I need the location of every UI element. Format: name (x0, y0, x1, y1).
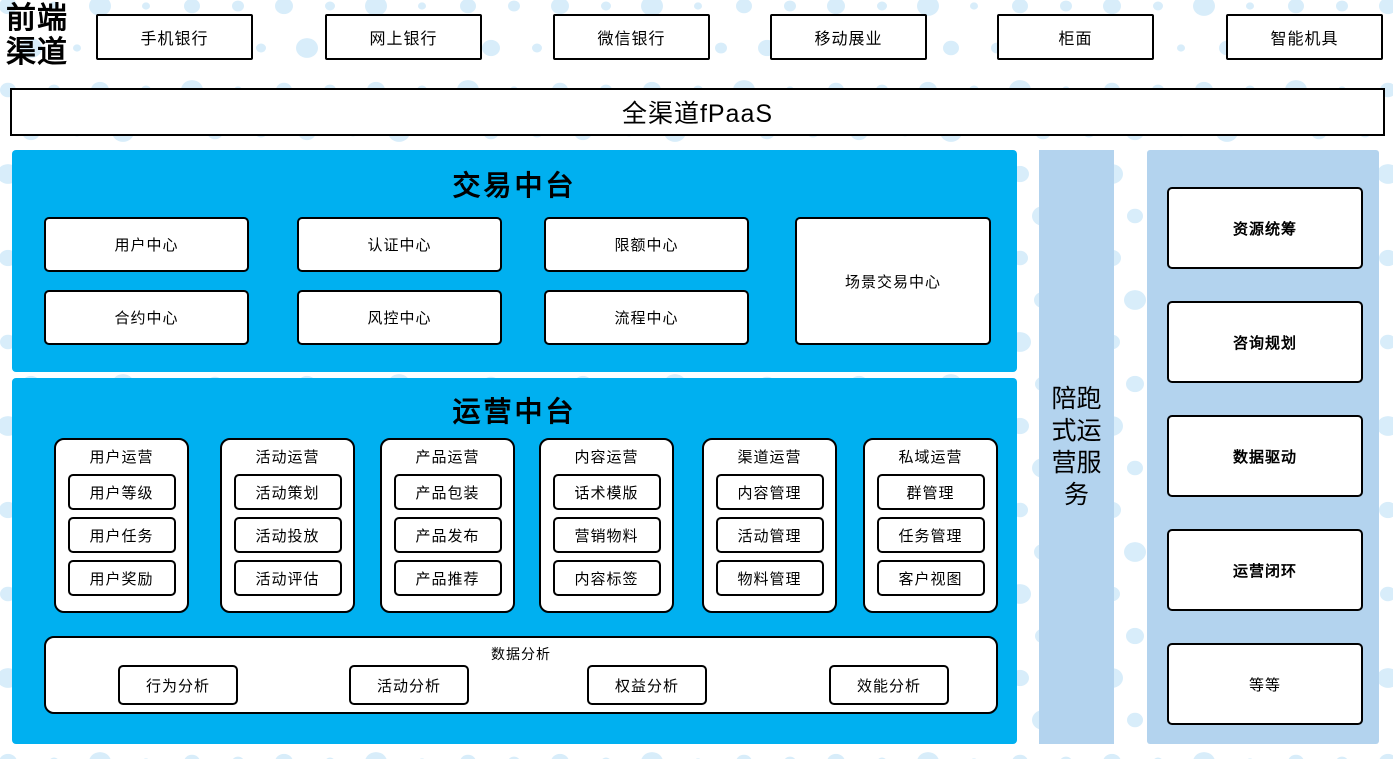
companion-operation-service-column: 陪跑式运营服务 (1039, 150, 1114, 744)
channel-box-mobile-business[interactable]: 移动展业 (770, 14, 927, 60)
channel-box-wechat-bank[interactable]: 微信银行 (553, 14, 710, 60)
ops-column-title: 产品运营 (415, 449, 480, 466)
ops-item[interactable]: 活动策划 (233, 474, 342, 510)
data-analysis-item[interactable]: 效能分析 (829, 665, 949, 705)
data-analysis-panel: 数据分析 行为分析 活动分析 权益分析 效能分析 (44, 636, 998, 714)
trade-card-scene-transaction-center[interactable]: 场景交易中心 (795, 217, 991, 345)
ops-column-title: 私域运营 (898, 449, 963, 466)
channel-box-label: 移动展业 (814, 31, 883, 48)
ops-column-content: 内容运营 话术模版 营销物料 内容标签 (539, 438, 674, 613)
ops-item[interactable]: 物料管理 (715, 560, 824, 596)
data-analysis-item[interactable]: 活动分析 (349, 665, 469, 705)
ops-column-product: 产品运营 产品包装 产品发布 产品推荐 (380, 438, 515, 613)
trade-card-label: 用户中心 (114, 237, 179, 254)
trade-card-label: 流程中心 (614, 310, 679, 327)
data-analysis-title: 数据分析 (491, 646, 551, 662)
trade-card-user-center[interactable]: 用户中心 (44, 217, 249, 272)
ops-column-channel: 渠道运营 内容管理 活动管理 物料管理 (702, 438, 837, 613)
ops-item[interactable]: 用户任务 (67, 517, 176, 553)
ops-item[interactable]: 产品推荐 (393, 560, 502, 596)
trade-card-process-center[interactable]: 流程中心 (544, 290, 749, 345)
channel-box-online-bank[interactable]: 网上银行 (325, 14, 482, 60)
channel-box-label: 智能机具 (1270, 31, 1339, 48)
ops-item[interactable]: 用户等级 (67, 474, 176, 510)
trade-card-label: 风控中心 (367, 310, 432, 327)
ops-column-campaign: 活动运营 活动策划 活动投放 活动评估 (220, 438, 355, 613)
ops-column-user: 用户运营 用户等级 用户任务 用户奖励 (54, 438, 189, 613)
front-channel-label: 前端 渠道 (6, 2, 92, 74)
capability-box-operation-closed-loop[interactable]: 运营闭环 (1167, 529, 1363, 611)
ops-item[interactable]: 客户视图 (876, 560, 985, 596)
channel-box-label: 网上银行 (369, 31, 438, 48)
ops-item[interactable]: 活动管理 (715, 517, 824, 553)
capability-panel: 资源统筹 咨询规划 数据驱动 运营闭环 等等 (1147, 150, 1379, 744)
trade-card-auth-center[interactable]: 认证中心 (297, 217, 502, 272)
trade-card-risk-center[interactable]: 风控中心 (297, 290, 502, 345)
ops-column-private-domain: 私域运营 群管理 任务管理 客户视图 (863, 438, 998, 613)
capability-box-data-driven[interactable]: 数据驱动 (1167, 415, 1363, 497)
channel-box-label: 手机银行 (140, 31, 209, 48)
channel-box-mobile-bank[interactable]: 手机银行 (96, 14, 253, 60)
channel-box-counter[interactable]: 柜面 (997, 14, 1154, 60)
ops-item[interactable]: 群管理 (876, 474, 985, 510)
omnichannel-fpaas-bar: 全渠道fPaaS (10, 88, 1385, 136)
ops-item[interactable]: 产品包装 (393, 474, 502, 510)
ops-column-title: 用户运营 (89, 449, 154, 466)
trade-card-label: 限额中心 (614, 237, 679, 254)
ops-column-title: 活动运营 (255, 449, 320, 466)
capability-box-resource-coordination[interactable]: 资源统筹 (1167, 187, 1363, 269)
front-channel-label-line2: 渠道 (6, 36, 68, 69)
front-channel-label-line1: 前端 (6, 2, 68, 35)
ops-column-title: 渠道运营 (737, 449, 802, 466)
ops-item[interactable]: 产品发布 (393, 517, 502, 553)
channel-box-label: 微信银行 (597, 31, 666, 48)
ops-column-title: 内容运营 (574, 449, 639, 466)
companion-operation-service-label: 陪跑式运营服务 (1051, 385, 1102, 509)
trade-card-contract-center[interactable]: 合约中心 (44, 290, 249, 345)
trade-card-limit-center[interactable]: 限额中心 (544, 217, 749, 272)
ops-platform-panel: 运营中台 用户运营 用户等级 用户任务 用户奖励 活动运营 活动策划 活动投放 … (12, 378, 1017, 744)
ops-item[interactable]: 任务管理 (876, 517, 985, 553)
ops-item[interactable]: 活动评估 (233, 560, 342, 596)
trade-card-label: 场景交易中心 (844, 273, 941, 291)
ops-platform-title: 运营中台 (452, 397, 577, 428)
fpaas-label: 全渠道fPaaS (621, 100, 774, 128)
ops-item[interactable]: 话术模版 (552, 474, 661, 510)
ops-item[interactable]: 营销物料 (552, 517, 661, 553)
data-analysis-item[interactable]: 权益分析 (587, 665, 707, 705)
trade-platform-title: 交易中台 (452, 171, 577, 202)
trade-card-label: 认证中心 (367, 237, 432, 254)
ops-item[interactable]: 活动投放 (233, 517, 342, 553)
data-analysis-item[interactable]: 行为分析 (118, 665, 238, 705)
trade-platform-panel: 交易中台 用户中心 认证中心 限额中心 合约中心 风控中心 流程中心 场景交易中… (12, 150, 1017, 372)
ops-item[interactable]: 用户奖励 (67, 560, 176, 596)
trade-card-label: 合约中心 (114, 310, 179, 327)
capability-box-consulting-planning[interactable]: 咨询规划 (1167, 301, 1363, 383)
channel-box-label: 柜面 (1058, 31, 1093, 48)
channel-box-smart-machine[interactable]: 智能机具 (1226, 14, 1383, 60)
capability-box-etc[interactable]: 等等 (1167, 643, 1363, 725)
ops-item[interactable]: 内容管理 (715, 474, 824, 510)
ops-item[interactable]: 内容标签 (552, 560, 661, 596)
